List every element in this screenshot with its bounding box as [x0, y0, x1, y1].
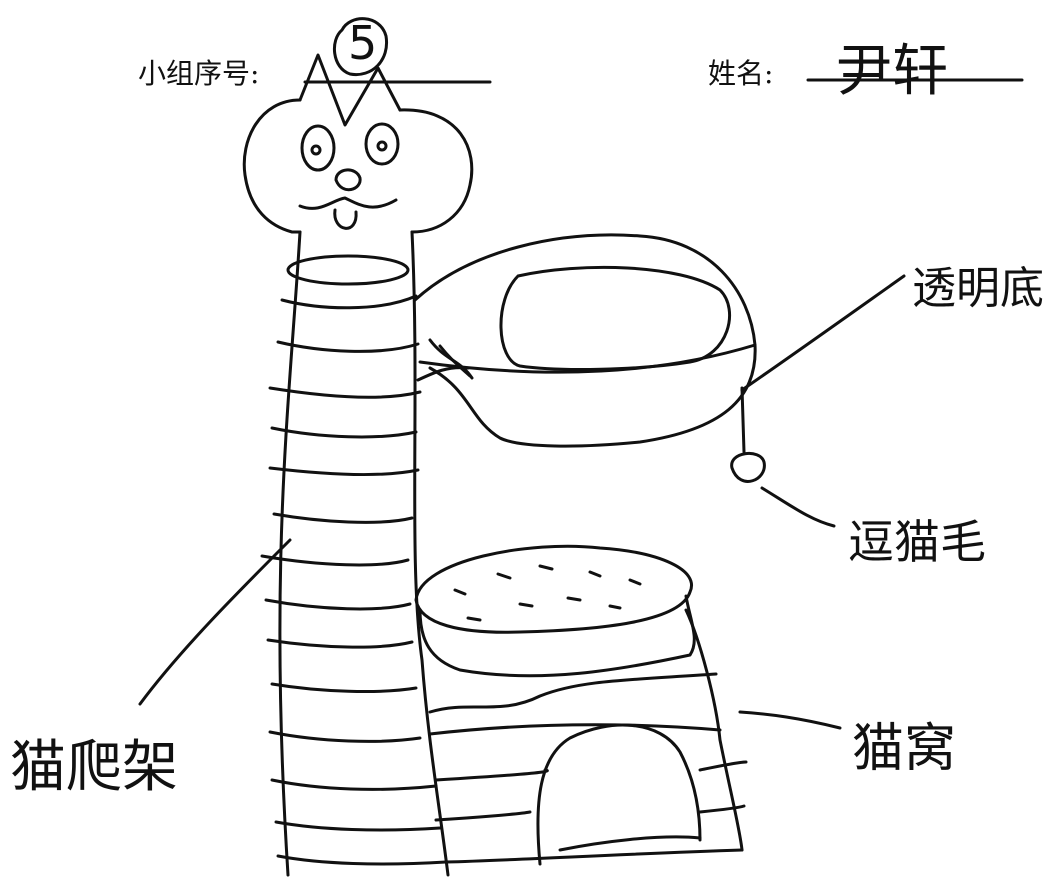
label-teaser-fur: 逗猫毛	[848, 515, 986, 569]
cat-eye-left	[300, 124, 336, 172]
transparent-basket	[413, 233, 757, 448]
leader-teaser-fur	[760, 486, 836, 528]
cat-eye-right	[364, 122, 400, 166]
leader-cat-house	[738, 710, 842, 730]
group-number-label: 小组序号:	[138, 57, 260, 90]
label-cat-house: 猫窝	[852, 719, 957, 779]
cat-pupil-right	[376, 140, 388, 152]
label-cat-tree: 猫爬架	[10, 735, 178, 800]
leader-transparent-bottom	[740, 274, 906, 392]
cushion	[414, 544, 696, 678]
group-number-value: 5	[348, 16, 378, 70]
leader-cat-tree	[138, 538, 292, 706]
cat-tongue	[333, 208, 358, 230]
teaser-fur	[730, 386, 766, 483]
cat-head	[242, 53, 474, 234]
cat-tree-column	[260, 230, 450, 877]
cat-mouth	[298, 196, 398, 210]
cat-house	[428, 608, 748, 866]
group-number-circle	[333, 17, 389, 77]
cat-nose	[334, 168, 362, 192]
name-label: 姓名:	[708, 57, 774, 90]
cat-pupil-left	[310, 144, 322, 156]
name-value: 尹轩	[836, 39, 948, 104]
label-transparent-bottom: 透明底	[912, 263, 1044, 314]
